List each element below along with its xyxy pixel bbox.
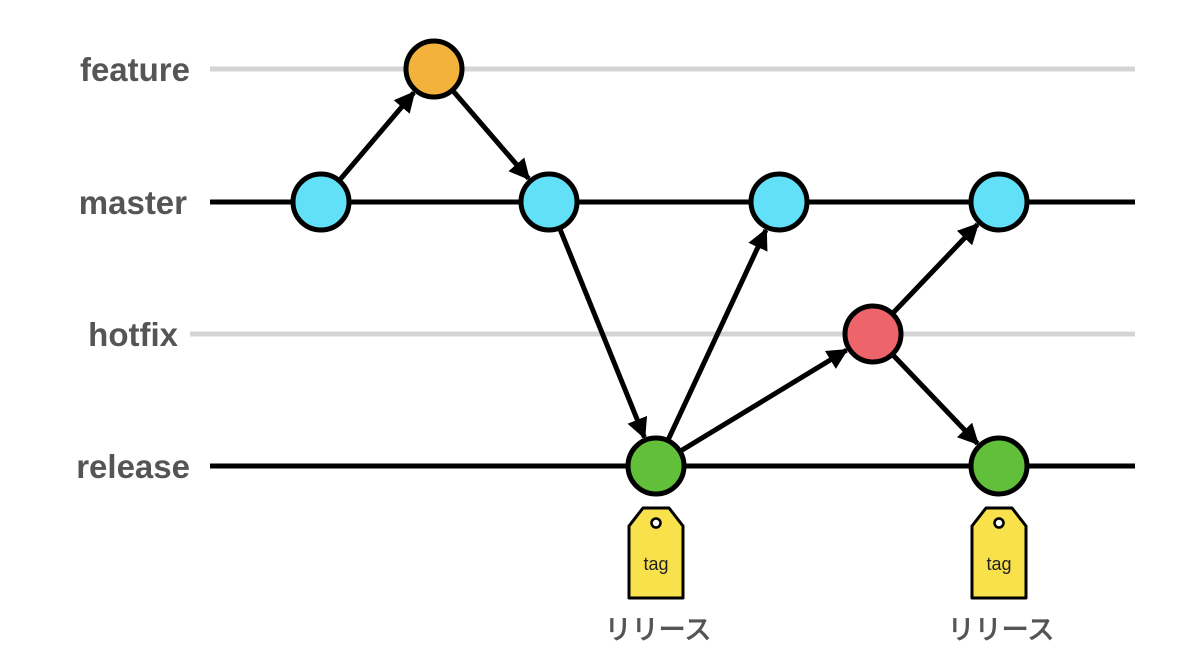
branch-label-master: master (79, 184, 187, 221)
edge-f1-to-m2 (451, 89, 531, 181)
commit-node-m2 (518, 171, 580, 233)
release-tag: tag リリース (605, 506, 712, 646)
edge-m1-to-f1 (337, 90, 416, 182)
tag-icon (970, 506, 1028, 600)
commit-node-m3 (748, 171, 810, 233)
edge-h1-to-m4 (891, 222, 980, 315)
release-tag: tag リリース (948, 506, 1055, 646)
branch-lines (190, 66, 1135, 469)
release-caption: リリース (605, 615, 712, 646)
commit-node-m4 (968, 171, 1030, 233)
tag-hole (650, 517, 662, 529)
commit-node-h1 (842, 303, 904, 365)
commit-node-r1 (625, 435, 687, 497)
branch-labels: feature master hotfix release (76, 51, 190, 485)
edge-h1-to-r2 (891, 353, 980, 446)
edge-r1-to-h1 (679, 347, 849, 454)
edge-m2-to-r1 (557, 227, 648, 440)
tag-icon (627, 506, 685, 600)
commit-node-m1 (290, 171, 352, 233)
branch-label-release: release (76, 448, 190, 485)
edge-r1-to-m3 (665, 228, 769, 441)
tag-label: tag (986, 554, 1011, 574)
commit-node-r2 (968, 435, 1030, 497)
tag-label: tag (643, 554, 668, 574)
commit-nodes (290, 38, 1030, 497)
branch-label-feature: feature (80, 51, 190, 88)
commit-edges (337, 89, 980, 454)
tag-hole (993, 517, 1005, 529)
branch-label-hotfix: hotfix (88, 316, 178, 353)
release-caption: リリース (948, 615, 1055, 646)
commit-node-f1 (403, 38, 465, 100)
